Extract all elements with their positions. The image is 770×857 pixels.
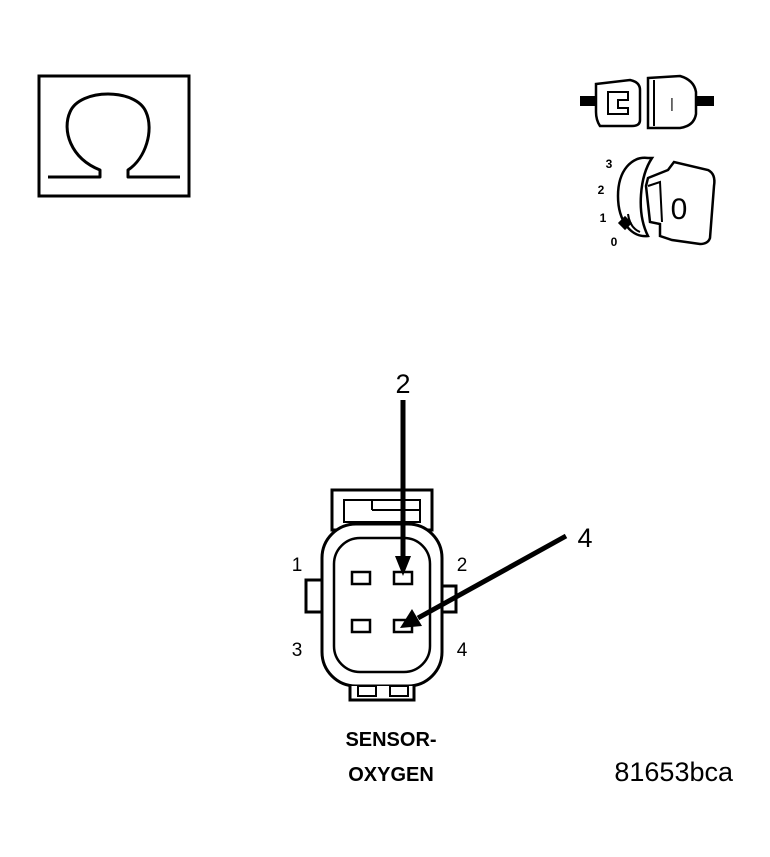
pin-label-2: 2 [457, 555, 468, 576]
callout-arrow-4: 4 [400, 523, 593, 628]
callout-label-4: 4 [577, 523, 592, 553]
terminal-cavity-3 [350, 618, 372, 634]
ignition-position-3: 3 [606, 157, 613, 171]
callout-arrow-2: 2 [395, 369, 411, 576]
connector-name-line2: OXYGEN [348, 764, 434, 786]
ohmmeter-box [37, 74, 191, 198]
oxygen-sensor-connector: 1 2 3 4 [292, 488, 468, 702]
terminal-cavity-1 [350, 570, 372, 586]
ignition-position-2: 2 [598, 183, 605, 197]
connector-name-line1: SENSOR- [345, 729, 436, 751]
pin-label-1: 1 [292, 555, 303, 576]
ignition-key-icon: 0 3 2 1 0 [598, 156, 716, 249]
ignition-position-0: 0 [611, 235, 618, 249]
key-label: 0 [671, 193, 688, 226]
callout-label-2: 2 [395, 369, 410, 399]
connector-inner-shell [332, 536, 432, 674]
connector-disconnect-icon: | [580, 74, 714, 130]
pin-label-3: 3 [292, 640, 303, 661]
ignition-position-1: 1 [600, 211, 607, 225]
ohm-icon [48, 92, 180, 179]
figure-id: 81653bca [614, 757, 734, 787]
pin-label-4: 4 [457, 640, 468, 661]
connector-center-mark: | [670, 95, 674, 111]
ohmmeter-symbol [37, 74, 191, 198]
